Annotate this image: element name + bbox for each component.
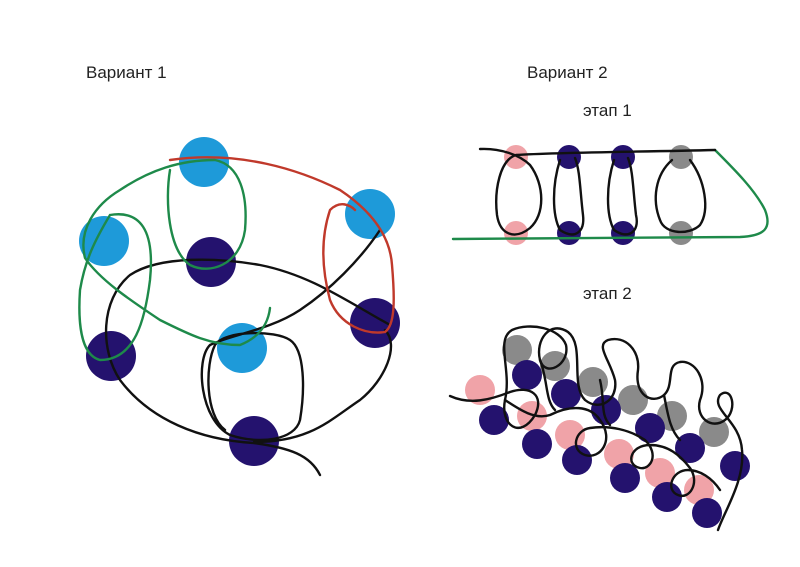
bead-dark-blue <box>479 405 509 435</box>
bead-dark-blue <box>557 145 581 169</box>
black-thread <box>538 358 682 442</box>
black-thread <box>104 228 393 477</box>
bead-light-blue <box>79 216 129 266</box>
bead-dark-blue <box>692 498 722 528</box>
bead-pink <box>555 420 585 450</box>
bead-gray <box>669 145 693 169</box>
black-thread <box>654 158 707 234</box>
variant-2-title: Вариант 2 <box>527 63 608 82</box>
red-thread <box>168 156 395 334</box>
variant-1-title: Вариант 1 <box>86 63 167 82</box>
variant-1-diagram <box>78 137 400 477</box>
bead-dark-blue <box>610 463 640 493</box>
bead-dark-blue <box>611 145 635 169</box>
stage-1-diagram <box>451 145 769 245</box>
bead-dark-blue <box>635 413 665 443</box>
bead-dark-blue <box>720 451 750 481</box>
green-thread <box>451 148 769 241</box>
bead-gray <box>699 417 729 447</box>
stage-2-title: этап 2 <box>583 284 632 303</box>
bead-gray <box>540 351 570 381</box>
black-thread <box>478 147 717 236</box>
stage-1-title: этап 1 <box>583 101 632 120</box>
black-thread <box>552 156 585 236</box>
bead-dark-blue <box>652 482 682 512</box>
bead-gray <box>502 335 532 365</box>
bead-light-blue <box>179 137 229 187</box>
bead-pink <box>504 145 528 169</box>
stage-2-diagram <box>448 325 750 532</box>
bead-dark-blue <box>562 445 592 475</box>
bead-gray <box>578 367 608 397</box>
bead-pink <box>684 475 714 505</box>
bead-dark-blue <box>522 429 552 459</box>
black-thread <box>606 156 638 236</box>
green-thread <box>78 158 272 362</box>
bead-pink <box>604 439 634 469</box>
bead-dark-blue <box>675 433 705 463</box>
bead-dark-blue <box>551 379 581 409</box>
bead-gray <box>618 385 648 415</box>
bead-dark-blue <box>86 331 136 381</box>
black-thread <box>503 398 722 498</box>
bead-dark-blue <box>186 237 236 287</box>
bead-dark-blue <box>512 360 542 390</box>
bead-gray <box>657 401 687 431</box>
bead-pink <box>645 458 675 488</box>
bead-pink <box>465 375 495 405</box>
